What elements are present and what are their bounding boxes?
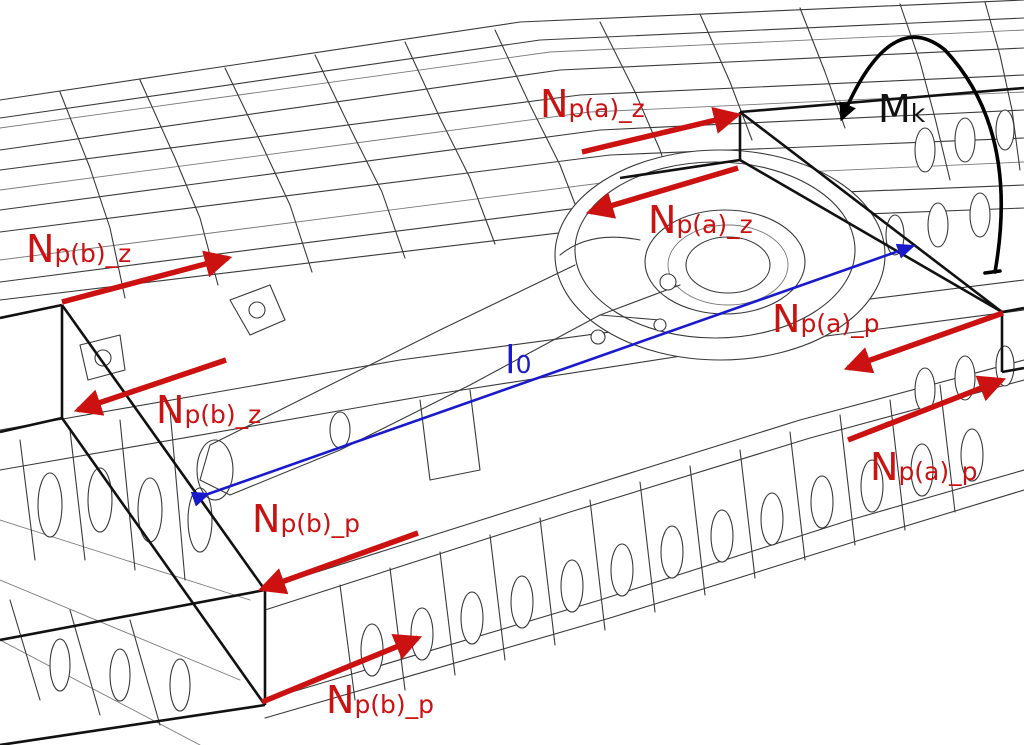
- force-arrow-npbp-top: [257, 530, 419, 595]
- label-npaz-top: Np(a)_z: [540, 82, 645, 126]
- label-length: l0: [505, 338, 531, 382]
- label-npbp-bottom: Np(b)_p: [326, 678, 434, 722]
- label-moment: Mk: [878, 87, 926, 131]
- label-npbz-top: Np(b)_z: [26, 227, 131, 271]
- length-dimension-line: [190, 243, 916, 507]
- lower-rib-holes: [360, 345, 1015, 677]
- left-lower-ribs: [9, 409, 213, 726]
- label-npbz-mid: Np(b)_z: [156, 388, 261, 432]
- force-arrow-npaz-top: [581, 106, 742, 155]
- label-npap-bottom: Np(a)_p: [870, 445, 978, 489]
- moment-arrow: [839, 35, 1004, 275]
- label-npaz-mid: Np(a)_z: [648, 198, 753, 242]
- frame-right-top: [738, 112, 1004, 372]
- label-npbp-top: Np(b)_p: [252, 497, 360, 541]
- force-arrow-npbp-bottom: [260, 634, 423, 705]
- labels: Np(a)_z Np(a)_z Np(b)_z Np(b)_z Np(a)_p …: [26, 82, 978, 722]
- force-arrow-npaz-mid: [585, 165, 739, 219]
- upper-rib-holes: [885, 109, 1015, 256]
- frame-top-edge: [0, 305, 64, 434]
- landing-gear-mechanism: [79, 149, 886, 501]
- label-npap-top: Np(a)_p: [772, 297, 880, 341]
